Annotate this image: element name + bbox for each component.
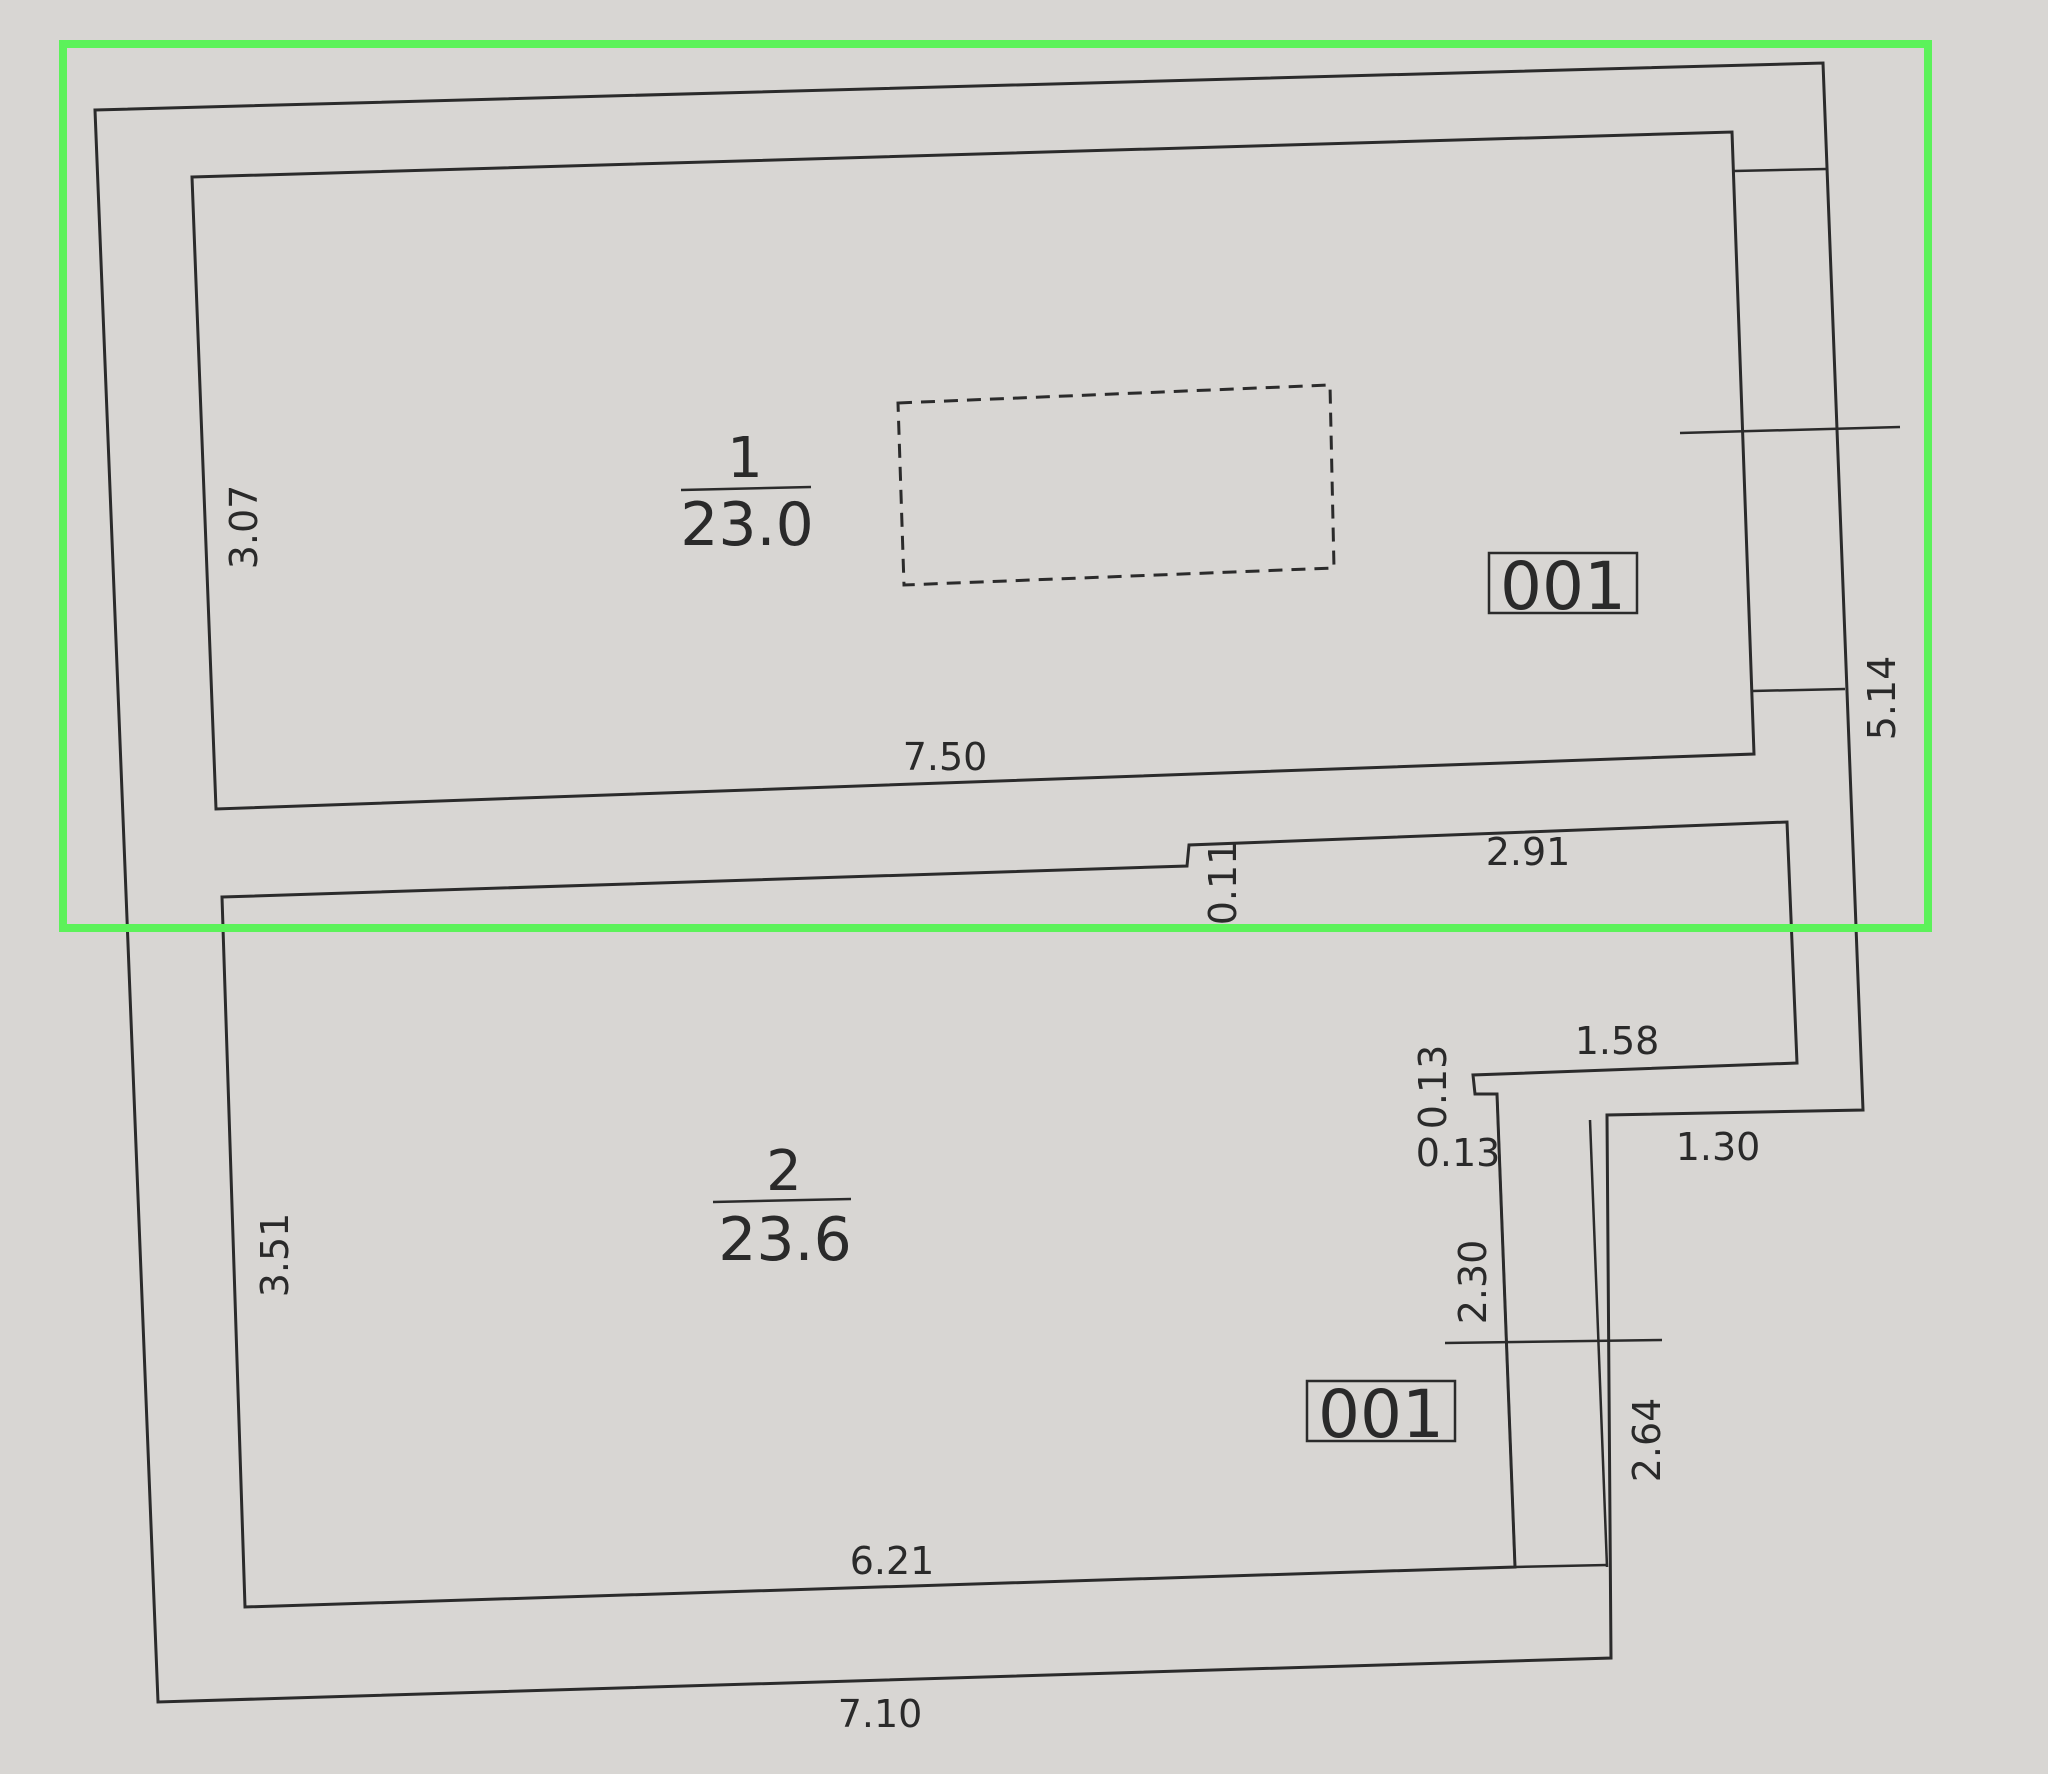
corridor-divider-right (1588, 1119, 1609, 1568)
corridor-bottom-edge (1514, 1563, 1608, 1569)
dim-outer-right-height: 5.14 (1860, 656, 1904, 741)
dim-room2-width: 6.21 (850, 1539, 935, 1583)
room-1-area: 23.0 (680, 490, 814, 560)
room-2-number: 2 (766, 1139, 802, 1204)
room-2-outline (220, 820, 1799, 1609)
room-1-number: 1 (727, 426, 763, 491)
room-2-code-stamp: 001 (1305, 1376, 1457, 1453)
corridor-divider-left (1495, 1093, 1517, 1568)
selection-highlight-box (59, 40, 1932, 932)
dim-notch-depth-vertical: 0.13 (1411, 1045, 1455, 1130)
dim-room2-top-right-width: 2.91 (1486, 830, 1571, 874)
room-2-area: 23.6 (718, 1205, 852, 1275)
dim-room1-height: 3.07 (222, 485, 266, 570)
dim-notch-depth-horizontal: 0.13 (1416, 1131, 1501, 1175)
room-2-fraction-bar (712, 1197, 852, 1204)
room-1-code-stamp: 001 (1487, 548, 1639, 625)
wall-tick-upper (1733, 167, 1827, 173)
room-2-code: 001 (1318, 1376, 1444, 1453)
dim-room2-height: 3.51 (253, 1213, 297, 1298)
dim-room1-width: 7.50 (903, 735, 988, 779)
dim-outer-step-width: 1.30 (1676, 1125, 1761, 1169)
room-1-code: 001 (1500, 548, 1626, 625)
dim-corridor-height: 2.30 (1451, 1240, 1495, 1325)
dim-step-small: 0.11 (1201, 841, 1245, 926)
dim-room2-notch-width: 1.58 (1575, 1019, 1660, 1063)
dim-outer-bottom-width: 7.10 (838, 1692, 923, 1736)
dashed-fixture-outline (896, 383, 1336, 587)
corridor-tick (1444, 1338, 1663, 1345)
dim-lower-right-height: 2.64 (1625, 1398, 1669, 1483)
outer-contour (93, 61, 1865, 1704)
room-1-outline (190, 130, 1756, 811)
room-1-fraction-bar (680, 485, 812, 492)
wall-tick-lower (1751, 687, 1846, 693)
wall-tick-middle (1679, 425, 1901, 435)
